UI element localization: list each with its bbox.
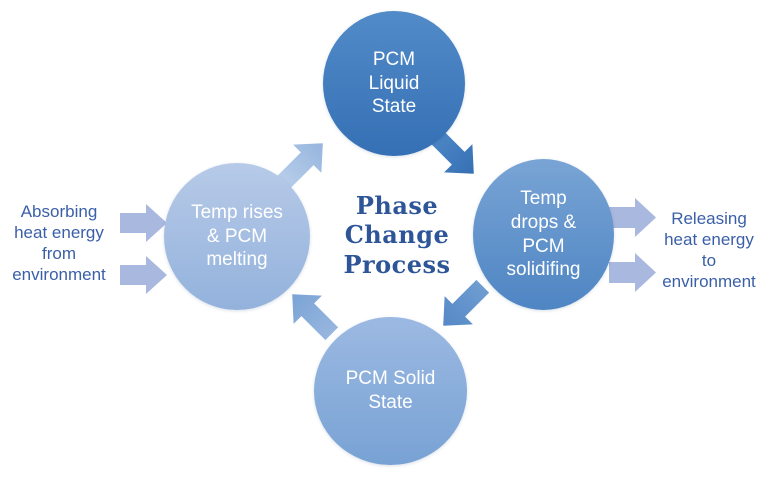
node-temp-drops-solidifying: Temp drops & PCM solidifing [473,159,614,310]
cycle-arrow-down-left-icon [429,272,497,340]
cycle-arrow-up-right-icon [269,129,337,197]
node-pcm-liquid-state: PCM Liquid State [323,11,465,156]
absorb-arrow-top-icon [120,204,167,242]
absorbing-heat-label: Absorbing heat energy from environment [12,202,106,285]
absorb-arrow-bottom-icon [120,256,167,294]
node-label: Temp rises & PCM melting [191,201,283,271]
node-label: PCM Liquid State [368,48,420,118]
node-label: Temp drops & PCM solidifing [506,187,581,281]
release-arrow-top-icon [609,198,656,237]
releasing-heat-label: Releasing heat energy to environment [662,209,756,292]
node-temp-rises-melting: Temp rises & PCM melting [164,163,310,310]
node-pcm-solid-state: PCM Solid State [314,317,467,465]
release-arrow-bottom-icon [609,253,656,292]
cycle-arrow-up-left-icon [278,280,346,348]
node-label: PCM Solid State [345,368,436,413]
diagram-title: Phase Change Process [343,191,451,279]
